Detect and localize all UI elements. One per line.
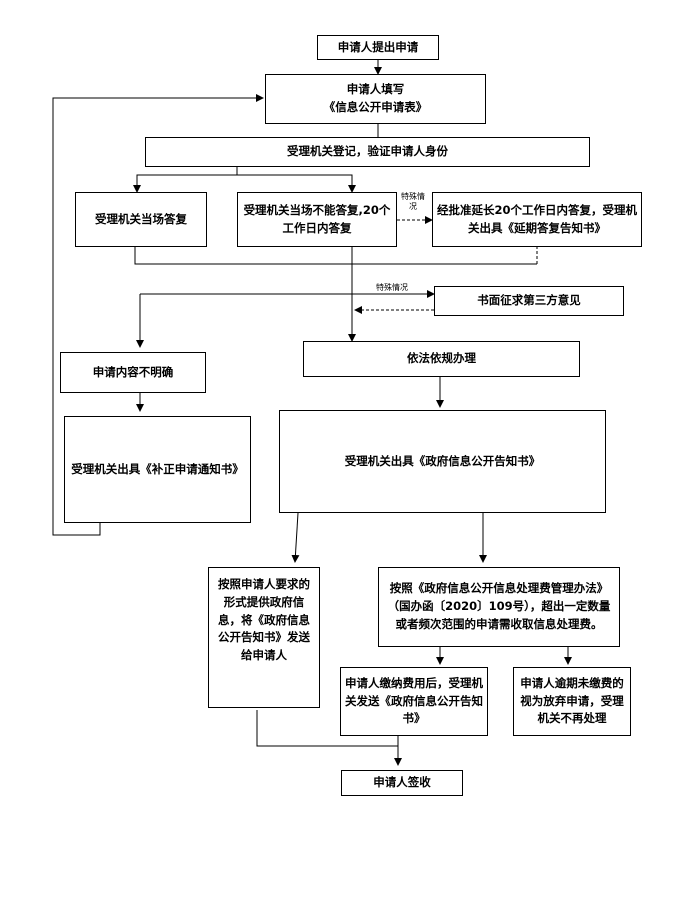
arrow-to-provide-info bbox=[291, 512, 300, 563]
node-extension: 经批准延长20个工作日内答复，受理机关出具《延期答复告知书》 bbox=[432, 192, 642, 247]
line-register-split-right bbox=[237, 174, 356, 193]
node-sign: 申请人签收 bbox=[341, 770, 463, 796]
node-cannot-answer: 受理机关当场不能答复,20个工作日内答复 bbox=[237, 192, 397, 247]
line-provide-to-sign bbox=[256, 710, 398, 747]
node-register: 受理机关登记，验证申请人身份 bbox=[145, 137, 590, 167]
node-answer-on-spot: 受理机关当场答复 bbox=[75, 192, 207, 247]
node-fee-rule: 按照《政府信息公开信息处理费管理办法》（国办函〔2020〕109号），超出一定数… bbox=[378, 567, 620, 647]
node-paid: 申请人缴纳费用后，受理机关发送《政府信息公开告知书》 bbox=[340, 667, 488, 736]
node-fill-form: 申请人填写 《信息公开申请表》 bbox=[265, 74, 486, 124]
label-special-horizontal: 特殊情况 bbox=[376, 283, 408, 292]
feedback-loop bbox=[52, 94, 264, 536]
node-process: 依法依规办理 bbox=[303, 341, 580, 377]
line-answer-merge bbox=[134, 247, 537, 265]
node-disclosure-notice: 受理机关出具《政府信息公开告知书》 bbox=[279, 410, 606, 513]
node-unpaid: 申请人逾期未缴费的视为放弃申请，受理机关不再处理 bbox=[513, 667, 631, 736]
node-correction-notice: 受理机关出具《补正申请通知书》 bbox=[64, 416, 251, 523]
label-special-vertical: 特殊情况 bbox=[401, 192, 425, 211]
node-unclear: 申请内容不明确 bbox=[60, 352, 206, 393]
node-provide-info: 按照申请人要求的形式提供政府信息，将《政府信息公开告知书》发送给申请人 bbox=[208, 567, 320, 708]
node-third-party: 书面征求第三方意见 bbox=[434, 286, 624, 316]
node-apply: 申请人提出申请 bbox=[317, 35, 439, 60]
line-register-split bbox=[133, 167, 238, 193]
